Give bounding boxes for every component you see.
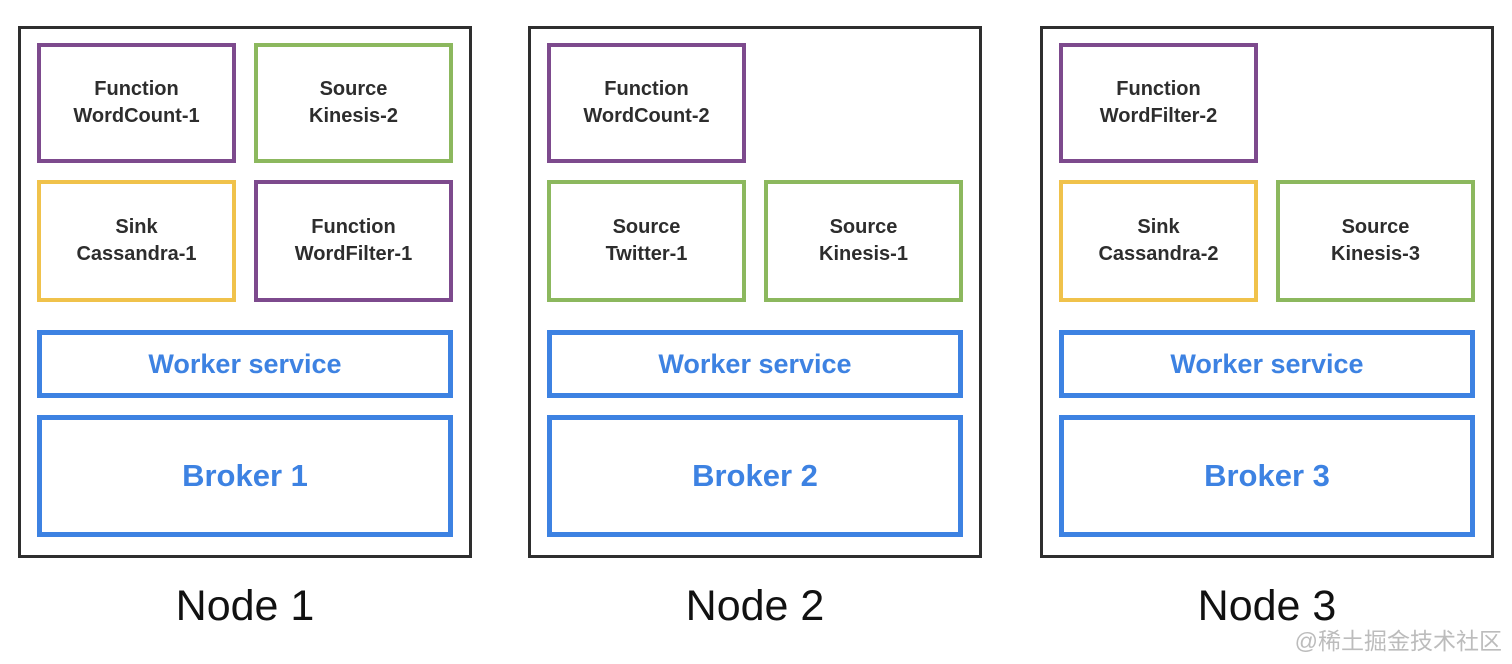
worker-service-box: Worker service — [1059, 330, 1475, 398]
instance-box-function-wordcount-2: Function WordCount-2 — [547, 43, 746, 163]
instance-box-source-kinesis-3: Source Kinesis-3 — [1276, 180, 1475, 302]
broker-2-box: Broker 2 — [547, 415, 963, 537]
empty-slot — [764, 43, 963, 163]
instance-name: WordCount-2 — [583, 105, 710, 127]
instance-type: Sink — [1137, 216, 1180, 238]
instance-name: Twitter-1 — [605, 243, 688, 265]
watermark: @稀土掘金技术社区 — [1294, 628, 1502, 654]
worker-service-box: Worker service — [547, 330, 963, 398]
instance-box-sink-cassandra-1: Sink Cassandra-1 — [37, 180, 236, 302]
instance-box-source-kinesis-1: Source Kinesis-1 — [764, 180, 963, 302]
worker-service-label: Worker service — [1170, 348, 1364, 379]
broker-label: Broker 3 — [1204, 458, 1330, 493]
instance-type: Function — [94, 78, 179, 100]
instance-box-source-kinesis-2: Source Kinesis-2 — [254, 43, 453, 163]
node-2-instance-grid: Function WordCount-2 Source Twitter-1 So… — [547, 43, 963, 302]
worker-service-label: Worker service — [148, 348, 342, 379]
node-3-instance-grid: Function WordFilter-2 Sink Cassandra-2 S… — [1059, 43, 1475, 302]
instance-box-function-wordfilter-2: Function WordFilter-2 — [1059, 43, 1258, 163]
node-1: Function WordCount-1 Source Kinesis-2 Si… — [18, 26, 472, 631]
instance-type: Source — [612, 216, 681, 238]
instance-name: Kinesis-2 — [309, 105, 398, 127]
empty-slot — [1276, 43, 1475, 163]
node-1-box: Function WordCount-1 Source Kinesis-2 Si… — [18, 26, 472, 558]
instance-type: Function — [604, 78, 689, 100]
instance-type: Sink — [115, 216, 158, 238]
instance-name: Kinesis-3 — [1331, 243, 1420, 265]
instance-box-function-wordcount-1: Function WordCount-1 — [37, 43, 236, 163]
node-3: Function WordFilter-2 Sink Cassandra-2 S… — [1040, 26, 1494, 631]
instance-box-function-wordfilter-1: Function WordFilter-1 — [254, 180, 453, 302]
node-3-box: Function WordFilter-2 Sink Cassandra-2 S… — [1040, 26, 1494, 558]
node-2-box: Function WordCount-2 Source Twitter-1 So… — [528, 26, 982, 558]
instance-name: Kinesis-1 — [819, 243, 908, 265]
broker-label: Broker 1 — [182, 458, 308, 493]
instance-type: Source — [1341, 216, 1410, 238]
instance-name: WordFilter-1 — [294, 243, 413, 265]
node-2-label: Node 2 — [685, 582, 825, 630]
node-3-label: Node 3 — [1197, 582, 1337, 630]
broker-3-box: Broker 3 — [1059, 415, 1475, 537]
instance-name: WordFilter-2 — [1099, 105, 1218, 127]
instance-type: Function — [311, 216, 396, 238]
instance-box-source-twitter-1: Source Twitter-1 — [547, 180, 746, 302]
instance-type: Function — [1116, 78, 1201, 100]
worker-service-box: Worker service — [37, 330, 453, 398]
node-2: Function WordCount-2 Source Twitter-1 So… — [528, 26, 982, 631]
broker-label: Broker 2 — [692, 458, 818, 493]
instance-type: Source — [829, 216, 898, 238]
instance-type: Source — [319, 78, 388, 100]
node-1-instance-grid: Function WordCount-1 Source Kinesis-2 Si… — [37, 43, 453, 302]
instance-name: WordCount-1 — [73, 105, 200, 127]
instance-name: Cassandra-2 — [1098, 243, 1219, 265]
instance-box-sink-cassandra-2: Sink Cassandra-2 — [1059, 180, 1258, 302]
broker-1-box: Broker 1 — [37, 415, 453, 537]
instance-name: Cassandra-1 — [76, 243, 197, 265]
worker-service-label: Worker service — [658, 348, 852, 379]
node-1-label: Node 1 — [175, 582, 315, 630]
